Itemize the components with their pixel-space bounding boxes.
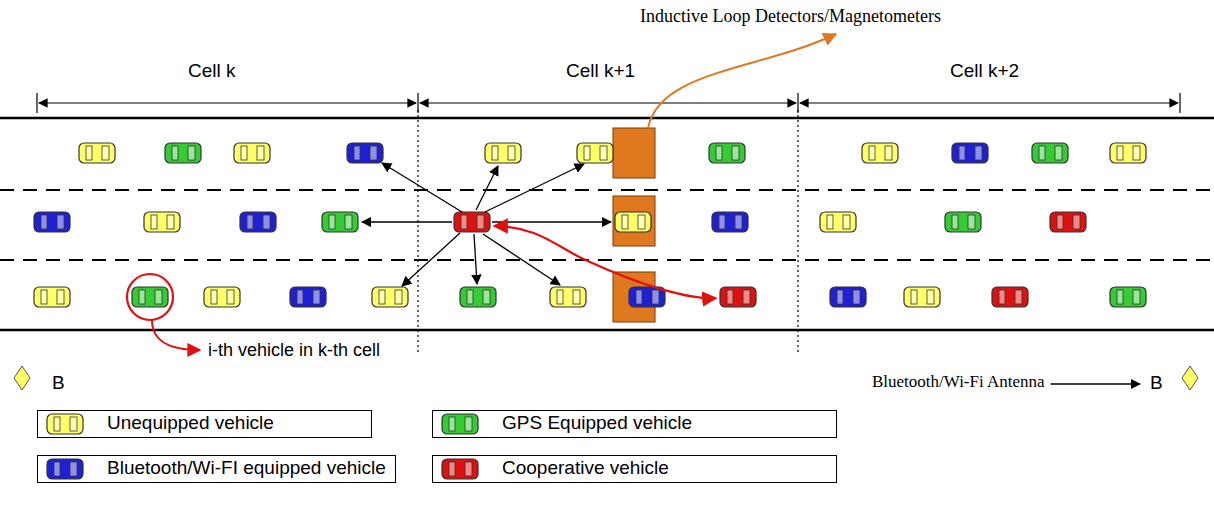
cell-dimension <box>37 93 1180 113</box>
vehicle-icon <box>720 287 756 307</box>
vehicle-callout: i-th vehicle in k-th cell <box>208 340 380 361</box>
road <box>0 110 1214 355</box>
legend-swatch <box>438 456 482 482</box>
vehicle-icon <box>290 287 326 307</box>
vehicle-icon <box>34 287 70 307</box>
vehicle-icon <box>132 287 168 307</box>
antenna-label: B <box>1150 372 1163 394</box>
vehicle-icon <box>1050 212 1086 232</box>
vehicle-icon <box>79 143 115 163</box>
vehicle-icon <box>454 212 490 232</box>
legend-swatch <box>438 411 482 437</box>
vehicle-icon <box>34 212 70 232</box>
vehicle-icon <box>629 287 665 307</box>
legend-text: Bluetooth/Wi-FI equipped vehicle <box>107 457 386 479</box>
highlight-circle <box>127 274 173 320</box>
legend-swatch <box>43 411 87 437</box>
vehicle-icon <box>460 287 496 307</box>
vehicle-icon <box>830 287 866 307</box>
vehicle-icon <box>1110 143 1146 163</box>
detector-label: Inductive Loop Detectors/Magnetometers <box>640 6 941 27</box>
vehicle-icon <box>144 212 180 232</box>
legend-text: Cooperative vehicle <box>502 457 669 479</box>
antenna-label: B <box>52 372 65 394</box>
legend-text: Unequipped vehicle <box>107 412 274 434</box>
cell-label: Cell k+2 <box>950 60 1019 82</box>
legend-swatch <box>43 456 87 482</box>
vehicle-icon <box>322 212 358 232</box>
vehicle-icon <box>862 143 898 163</box>
legend-text: GPS Equipped vehicle <box>502 412 692 434</box>
vehicle-icon <box>165 143 201 163</box>
vehicle-icon <box>615 212 651 232</box>
vehicle-icon <box>952 143 988 163</box>
vehicle-icon <box>234 143 270 163</box>
vehicle-icon <box>485 143 521 163</box>
vehicle-icon <box>240 212 276 232</box>
vehicle-icon <box>945 212 981 232</box>
vehicle-icon <box>992 287 1028 307</box>
vehicle-icon <box>204 287 240 307</box>
vehicle-icon <box>712 212 748 232</box>
v2v-links <box>362 163 611 286</box>
cell-label: Cell k <box>188 60 236 82</box>
vehicle-icon <box>904 287 940 307</box>
vehicle-icon <box>820 212 856 232</box>
vehicle-icon <box>550 287 586 307</box>
vehicle-icon <box>709 143 745 163</box>
vehicle-icon <box>577 143 613 163</box>
antenna-label: Bluetooth/Wi-Fi Antenna <box>872 372 1045 392</box>
vehicle-icon <box>372 287 408 307</box>
vehicle-icon <box>347 143 383 163</box>
vehicle-icon <box>1032 143 1068 163</box>
vehicle-icon <box>1110 287 1146 307</box>
cell-label: Cell k+1 <box>566 60 635 82</box>
cooperative-link <box>494 226 716 298</box>
detector-leader <box>648 34 836 128</box>
vehicles <box>34 143 1146 307</box>
highlight-leader <box>152 320 200 350</box>
antenna-pointer <box>1051 383 1140 384</box>
